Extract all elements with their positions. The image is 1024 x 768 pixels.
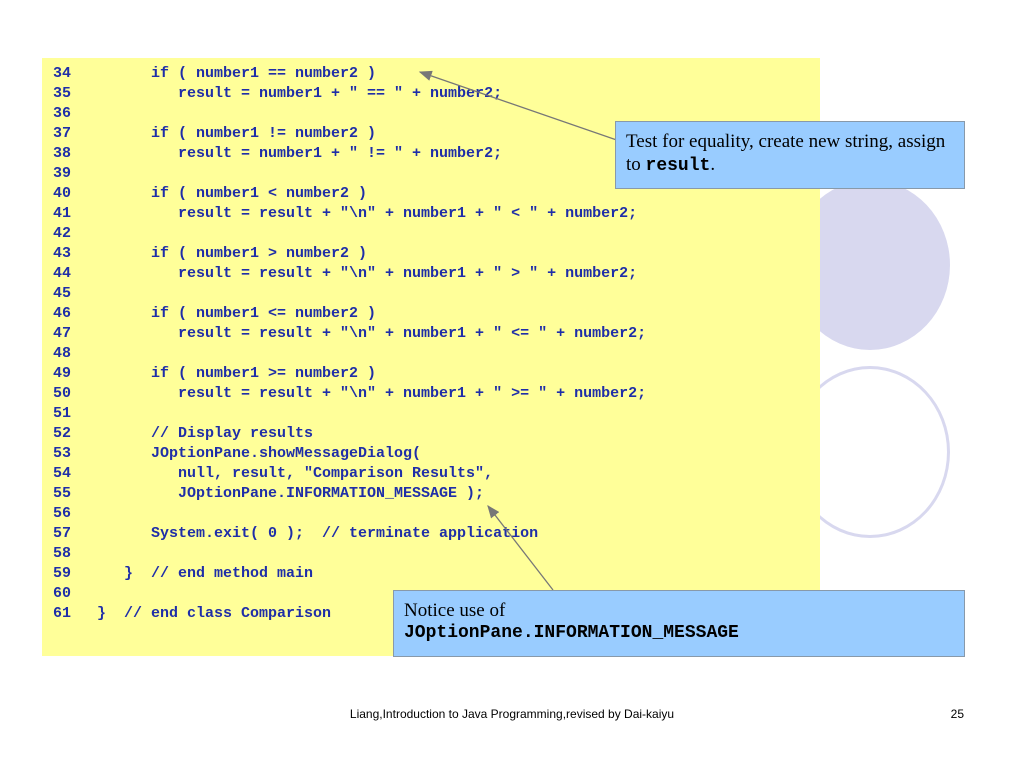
code-line: 49 if ( number1 >= number2 ) <box>53 364 646 384</box>
code-line: 34 if ( number1 == number2 ) <box>53 64 646 84</box>
code-line: 60 <box>53 584 646 604</box>
code-line: 44 result = result + "\n" + number1 + " … <box>53 264 646 284</box>
line-number: 54 <box>53 465 72 482</box>
callout-equality-period: . <box>710 154 716 175</box>
code-text: if ( number1 >= number2 ) <box>97 365 377 382</box>
code-line: 35 result = number1 + " == " + number2; <box>53 84 646 104</box>
code-line: 40 if ( number1 < number2 ) <box>53 184 646 204</box>
code-line: 51 <box>53 404 646 424</box>
code-line: 58 <box>53 544 646 564</box>
code-line: 61 } // end class Comparison <box>53 604 646 624</box>
line-number: 44 <box>53 265 72 282</box>
code-text: if ( number1 == number2 ) <box>97 65 377 82</box>
code-text: if ( number1 < number2 ) <box>97 185 368 202</box>
line-number: 51 <box>53 405 72 422</box>
line-number: 53 <box>53 445 72 462</box>
line-number: 47 <box>53 325 72 342</box>
code-line: 50 result = result + "\n" + number1 + " … <box>53 384 646 404</box>
code-line: 59 } // end method main <box>53 564 646 584</box>
code-text: } // end method main <box>97 565 314 582</box>
code-text: result = result + "\n" + number1 + " < "… <box>97 205 638 222</box>
code-line: 54 null, result, "Comparison Results", <box>53 464 646 484</box>
line-number: 34 <box>53 65 72 82</box>
code-text: result = result + "\n" + number1 + " > "… <box>97 265 638 282</box>
code-line: 42 <box>53 224 646 244</box>
line-number: 39 <box>53 165 72 182</box>
code-text: // Display results <box>97 425 314 442</box>
code-text: result = number1 + " != " + number2; <box>97 145 503 162</box>
code-text: result = result + "\n" + number1 + " <= … <box>97 325 647 342</box>
code-line: 53 JOptionPane.showMessageDialog( <box>53 444 646 464</box>
callout-information-message: Notice use of JOptionPane.INFORMATION_ME… <box>393 590 965 657</box>
code-line: 52 // Display results <box>53 424 646 444</box>
line-number: 36 <box>53 105 72 122</box>
line-number: 38 <box>53 145 72 162</box>
line-number: 56 <box>53 505 72 522</box>
footer-credit: Liang,Introduction to Java Programming,r… <box>349 707 675 721</box>
code-line: 43 if ( number1 > number2 ) <box>53 244 646 264</box>
line-number: 40 <box>53 185 72 202</box>
line-number: 42 <box>53 225 72 242</box>
code-line: 37 if ( number1 != number2 ) <box>53 124 646 144</box>
line-number: 60 <box>53 585 72 602</box>
line-number: 52 <box>53 425 72 442</box>
code-text: JOptionPane.showMessageDialog( <box>97 445 422 462</box>
code-line: 46 if ( number1 <= number2 ) <box>53 304 646 324</box>
callout-equality-code: result <box>645 156 711 176</box>
page-number: 25 <box>950 707 964 721</box>
callout-equality-text: Test for equality, create new string, as… <box>626 131 946 175</box>
code-line: 45 <box>53 284 646 304</box>
code-line: 56 <box>53 504 646 524</box>
code-text: JOptionPane.INFORMATION_MESSAGE ); <box>97 485 485 502</box>
code-text: null, result, "Comparison Results", <box>97 465 494 482</box>
code-text: result = result + "\n" + number1 + " >= … <box>97 385 647 402</box>
line-number: 59 <box>53 565 72 582</box>
line-number: 37 <box>53 125 72 142</box>
line-number: 49 <box>53 365 72 382</box>
callout-equality-test: Test for equality, create new string, as… <box>615 121 965 189</box>
code-line: 48 <box>53 344 646 364</box>
code-line: 36 <box>53 104 646 124</box>
callout-message-text: Notice use of <box>404 600 506 621</box>
code-line: 57 System.exit( 0 ); // terminate applic… <box>53 524 646 544</box>
line-number: 48 <box>53 345 72 362</box>
callout-message-code: JOptionPane.INFORMATION_MESSAGE <box>404 623 739 643</box>
line-number: 58 <box>53 545 72 562</box>
arrow-to-information-message <box>487 504 554 591</box>
code-line: 41 result = result + "\n" + number1 + " … <box>53 204 646 224</box>
line-number: 55 <box>53 485 72 502</box>
line-number: 61 <box>53 605 72 622</box>
line-number: 57 <box>53 525 72 542</box>
code-text: if ( number1 <= number2 ) <box>97 305 377 322</box>
code-lines: 34 if ( number1 == number2 )35 result = … <box>53 64 646 624</box>
code-text: if ( number1 != number2 ) <box>97 125 377 142</box>
code-line: 39 <box>53 164 646 184</box>
line-number: 45 <box>53 285 72 302</box>
line-number: 43 <box>53 245 72 262</box>
code-text: System.exit( 0 ); // terminate applicati… <box>97 525 539 542</box>
line-number: 41 <box>53 205 72 222</box>
code-line: 55 JOptionPane.INFORMATION_MESSAGE ); <box>53 484 646 504</box>
code-text: } // end class Comparison <box>97 605 332 622</box>
code-text: if ( number1 > number2 ) <box>97 245 368 262</box>
code-line: 47 result = result + "\n" + number1 + " … <box>53 324 646 344</box>
line-number: 50 <box>53 385 72 402</box>
line-number: 35 <box>53 85 72 102</box>
line-number: 46 <box>53 305 72 322</box>
code-line: 38 result = number1 + " != " + number2; <box>53 144 646 164</box>
code-text: result = number1 + " == " + number2; <box>97 85 503 102</box>
